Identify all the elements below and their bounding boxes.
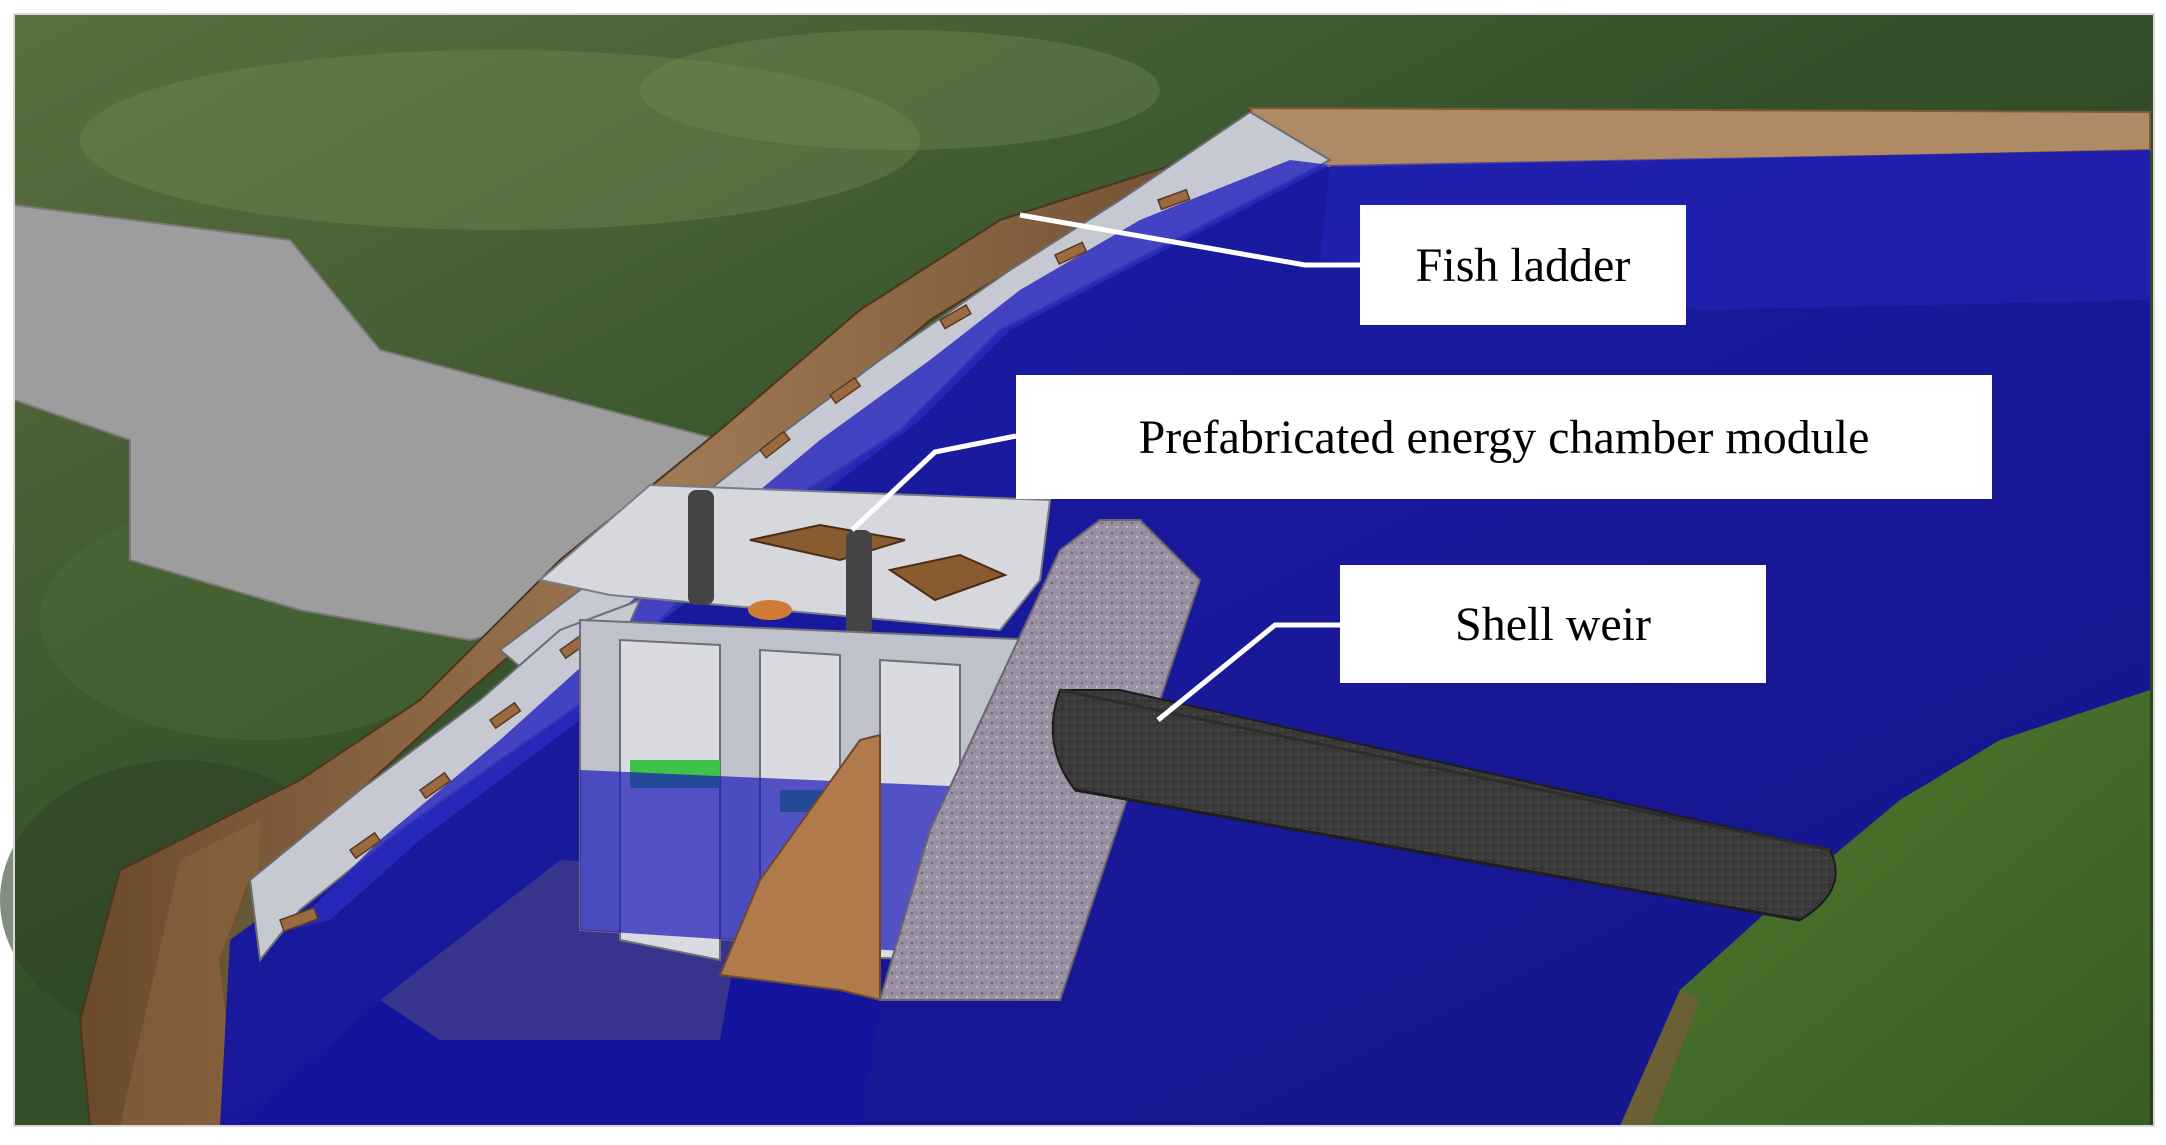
right-grass-bank [1620,690,2150,1126]
leader-fish-ladder [1019,212,1360,268]
shell-weir [1051,688,1837,922]
label-energy-chamber: Prefabricated energy chamber module [1138,410,1870,464]
callout-shell-weir: Shell weir [1340,565,1766,683]
callout-energy-chamber: Prefabricated energy chamber module [1016,375,1992,499]
label-fish-ladder: Fish ladder [1415,238,1631,292]
concrete-apron [718,733,881,1002]
leader-shell-weir [1156,622,1340,722]
leader-energy-chamber [850,433,1017,532]
label-shell-weir: Shell weir [1455,597,1651,651]
callout-fish-ladder: Fish ladder [1360,205,1686,325]
